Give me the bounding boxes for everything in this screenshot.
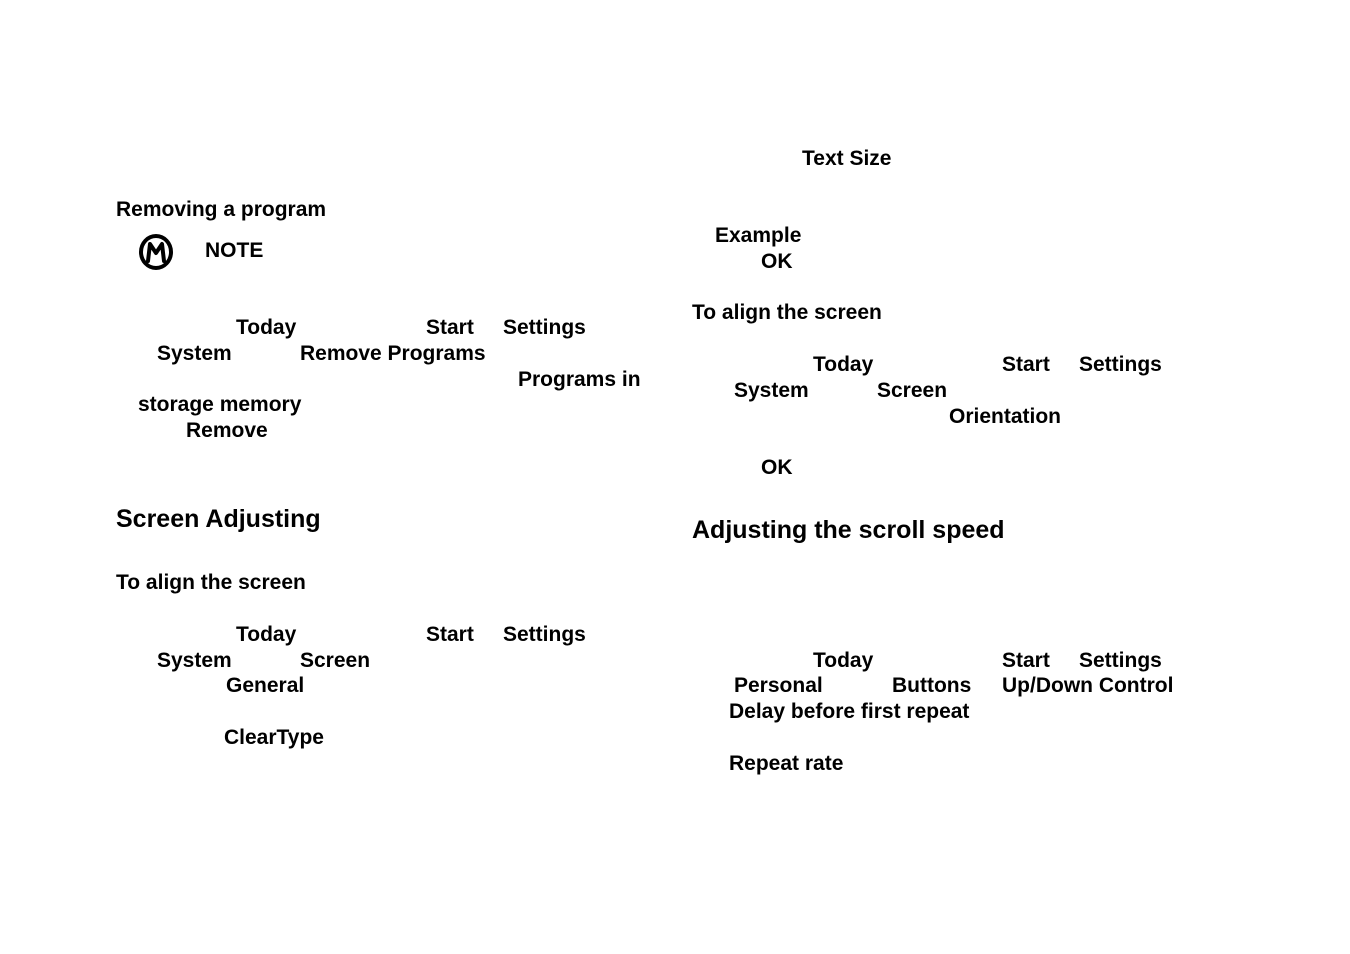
word-delay-first-repeat: Delay before first repeat	[729, 700, 970, 723]
scroll-speed-heading: Adjusting the scroll speed	[692, 516, 1005, 544]
word-start: Start	[1002, 649, 1050, 672]
word-storage-memory: storage memory	[138, 393, 302, 416]
note-icon	[139, 234, 173, 270]
word-today: Today	[236, 316, 297, 339]
align-screen-subheading: To align the screen	[116, 571, 306, 594]
word-system: System	[157, 649, 232, 672]
word-today: Today	[813, 649, 874, 672]
word-settings: Settings	[503, 623, 586, 646]
word-settings: Settings	[1079, 353, 1162, 376]
word-programs-in: Programs in	[518, 368, 641, 391]
word-repeat-rate: Repeat rate	[729, 752, 844, 775]
word-screen: Screen	[877, 379, 948, 402]
word-start: Start	[426, 623, 474, 646]
word-start: Start	[426, 316, 474, 339]
word-example: Example	[715, 224, 802, 247]
word-today: Today	[813, 353, 874, 376]
word-remove: Remove	[186, 419, 268, 442]
word-personal: Personal	[734, 674, 823, 697]
word-settings: Settings	[1079, 649, 1162, 672]
word-remove-programs: Remove Programs	[300, 342, 486, 365]
word-updown-control: Up/Down Control	[1002, 674, 1174, 697]
word-ok: OK	[761, 250, 793, 273]
word-buttons: Buttons	[892, 674, 972, 697]
word-system: System	[734, 379, 809, 402]
word-system: System	[157, 342, 232, 365]
word-orientation: Orientation	[949, 405, 1062, 428]
removing-program-heading: Removing a program	[116, 198, 327, 221]
word-ok: OK	[761, 456, 793, 479]
align-screen-subheading: To align the screen	[692, 301, 882, 324]
note-label: NOTE	[205, 239, 264, 262]
word-screen: Screen	[300, 649, 371, 672]
word-text-size: Text Size	[802, 147, 892, 170]
word-start: Start	[1002, 353, 1050, 376]
word-general: General	[226, 674, 305, 697]
word-settings: Settings	[503, 316, 586, 339]
word-cleartype: ClearType	[224, 726, 324, 749]
word-today: Today	[236, 623, 297, 646]
screen-adjusting-heading: Screen Adjusting	[116, 505, 321, 533]
